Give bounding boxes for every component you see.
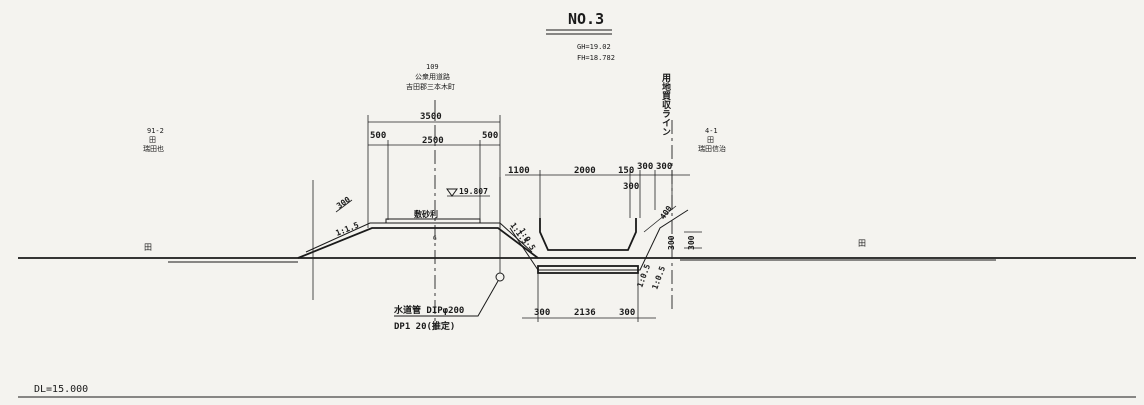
channel-berm-b: 300 <box>656 162 672 172</box>
channel-base-center: 2136 <box>574 308 596 318</box>
drawing-title: NO.3 <box>568 10 604 28</box>
gravel-surface <box>385 218 481 224</box>
road-shoulder-left: 500 <box>370 131 386 141</box>
channel-base-slab <box>537 265 639 274</box>
channel-slope-right-inner: 1:0.5 <box>650 265 667 291</box>
channel-berm-a: 300 <box>637 162 653 172</box>
parcel-left-owner: 瑞田也 <box>143 144 164 153</box>
road-carriageway: 2500 <box>422 136 444 146</box>
road-shoulder-right: 500 <box>482 131 498 141</box>
parcel-road-owner: 吉田郡三本木町 <box>406 82 455 91</box>
datum-label: DL=15.000 <box>34 384 88 395</box>
boundary-label: 用地買収ライン <box>660 73 672 136</box>
field-mark-right: 田 <box>858 239 866 248</box>
water-pipe-label: 水道管 DIPφ200 <box>394 304 464 316</box>
parcel-left-no: 91-2 <box>147 127 164 135</box>
channel-right-excavation <box>628 209 689 271</box>
water-pipe-label-2: DP1 20(推定) <box>394 320 455 332</box>
water-pipe-leader <box>394 280 499 317</box>
side-height-a: 300 <box>667 235 676 250</box>
road-total-width: 3500 <box>420 112 442 122</box>
left-slope-thickness: 300 <box>335 195 352 211</box>
parcel-right-type: 田 <box>707 136 714 144</box>
channel-right-gap: 150 <box>618 166 634 176</box>
parcel-right-owner: 瑞田信治 <box>698 144 726 153</box>
parcel-right-no: 4-1 <box>705 127 718 135</box>
channel-offset: 1100 <box>508 166 530 176</box>
road-elevation: 19.807 <box>459 187 488 196</box>
channel-base-right: 300 <box>619 308 635 318</box>
channel-wall-height: 300 <box>623 182 639 192</box>
parcel-road-no: 109 <box>426 63 439 71</box>
channel-base-left: 300 <box>534 308 550 318</box>
gh-level: GH=19.02 <box>577 43 611 51</box>
side-height-b: 300 <box>687 235 696 250</box>
right-cut-dim <box>643 205 677 233</box>
road-surface: 敷砂利 <box>414 209 438 219</box>
parcel-left-type: 田 <box>149 136 156 144</box>
parcel-road-type: 公衆用道路 <box>415 72 450 81</box>
fh-level: FH=18.782 <box>577 54 615 62</box>
field-mark-left: 田 <box>144 243 152 252</box>
left-slope-thickness-dim <box>335 199 353 213</box>
center-mark: G <box>433 235 437 242</box>
channel-inner-profile <box>539 218 637 251</box>
elevation-triangle <box>446 188 458 197</box>
channel-width: 2000 <box>574 166 596 176</box>
water-pipe-symbol <box>495 272 505 282</box>
road-embankment-profile <box>297 227 539 259</box>
